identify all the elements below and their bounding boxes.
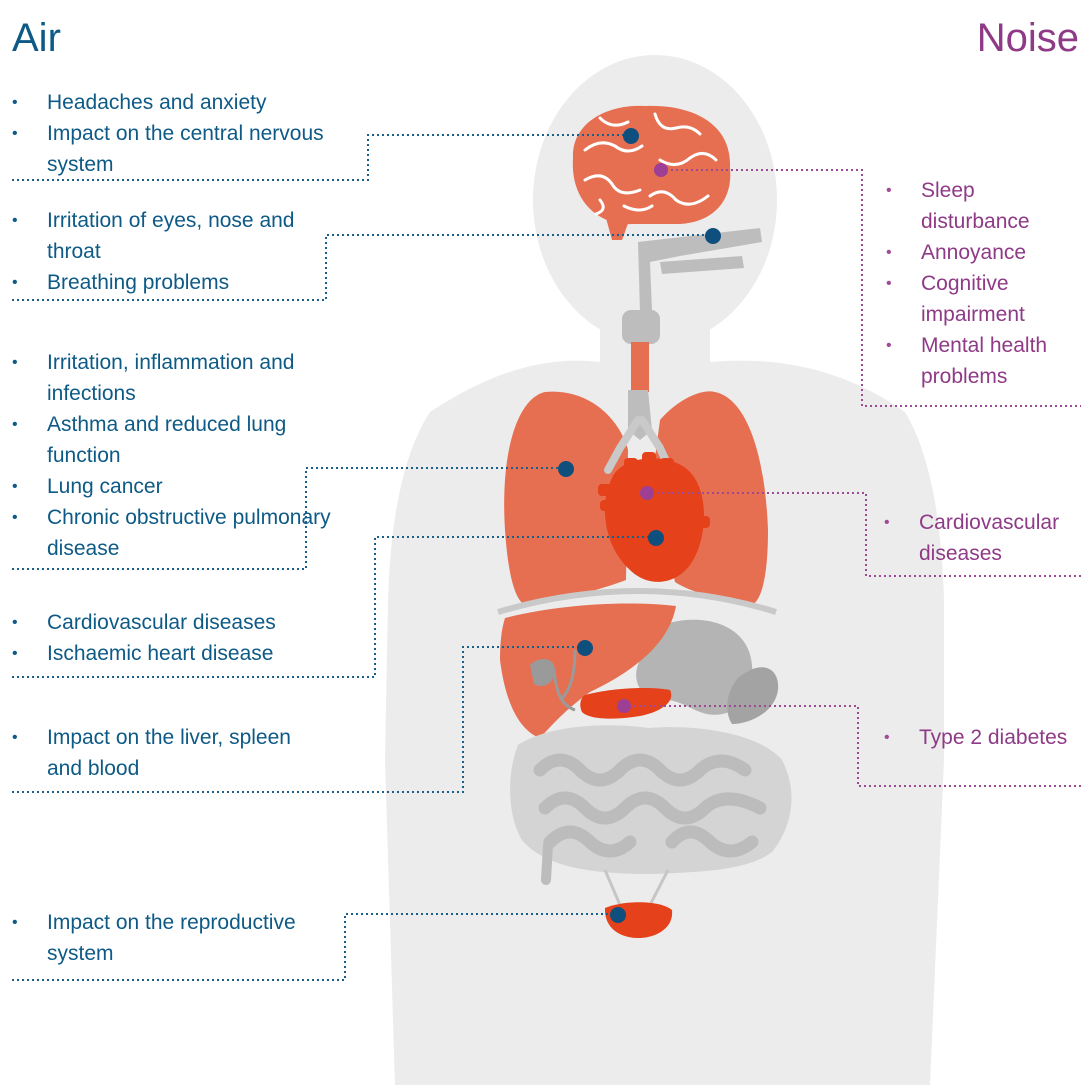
air-effect-item: Asthma and reduced lung function (12, 409, 342, 471)
air-marker-airway (705, 228, 721, 244)
noise-effect-item: Sleep disturbance (886, 175, 1081, 237)
noise-marker-heart (640, 486, 654, 500)
air-marker-heart (648, 530, 664, 546)
air-effect-item: Breathing problems (12, 267, 312, 298)
air-effects-lungs: Irritation, inflammation and infections … (12, 347, 342, 564)
air-effect-item: Ischaemic heart disease (12, 638, 352, 669)
noise-marker-pancreas (617, 699, 631, 713)
air-heading: Air (12, 14, 61, 62)
air-effect-item: Lung cancer (12, 471, 342, 502)
noise-marker-brain (654, 163, 668, 177)
air-marker-brain (623, 128, 639, 144)
air-effect-item: Impact on the liver, spleen and blood (12, 722, 302, 784)
noise-effects-pancreas: Type 2 diabetes (884, 722, 1081, 753)
noise-effects-heart: Cardiovascular diseases (884, 507, 1081, 569)
intestines (510, 725, 791, 880)
noise-effects-brain: Sleep disturbance Annoyance Cognitive im… (886, 175, 1081, 392)
noise-heading: Noise (977, 14, 1079, 62)
air-marker-reproductive (610, 907, 626, 923)
air-effect-item: Impact on the reproductive system (12, 907, 302, 969)
noise-effect-item: Annoyance (886, 237, 1081, 268)
air-effect-item: Chronic obstructive pulmonary disease (12, 502, 342, 564)
air-effect-item: Irritation of eyes, nose and throat (12, 205, 312, 267)
air-effect-item: Headaches and anxiety (12, 87, 332, 118)
air-effect-item: Cardiovascular diseases (12, 607, 352, 638)
noise-effect-item: Mental health problems (886, 330, 1081, 392)
air-effects-reproductive: Impact on the reproductive system (12, 907, 302, 969)
air-effects-brain: Headaches and anxiety Impact on the cent… (12, 87, 332, 180)
noise-effect-item: Cardiovascular diseases (884, 507, 1081, 569)
air-marker-liver (577, 640, 593, 656)
air-effects-liver: Impact on the liver, spleen and blood (12, 722, 302, 784)
air-marker-lungs (558, 461, 574, 477)
air-effects-airway: Irritation of eyes, nose and throat Brea… (12, 205, 312, 298)
noise-effect-item: Type 2 diabetes (884, 722, 1081, 753)
air-effects-heart: Cardiovascular diseases Ischaemic heart … (12, 607, 352, 669)
air-effect-item: Irritation, inflammation and infections (12, 347, 342, 409)
noise-effect-item: Cognitive impairment (886, 268, 1081, 330)
air-effect-item: Impact on the central nervous system (12, 118, 332, 180)
